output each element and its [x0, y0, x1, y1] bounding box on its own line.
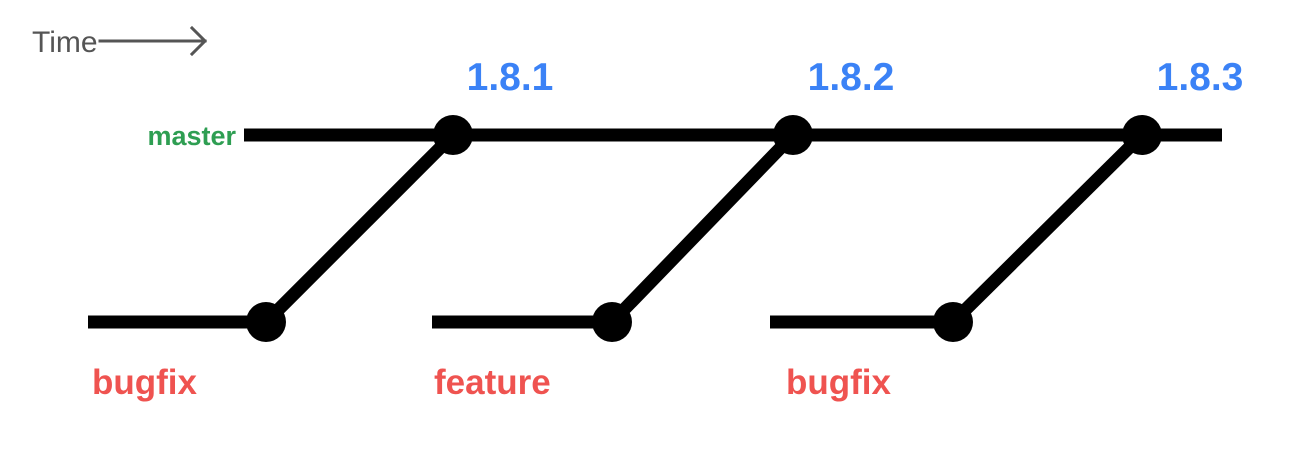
- master-branch-group: master: [147, 121, 1222, 151]
- release-1.8.1: 1.8.1: [433, 56, 553, 155]
- time-arrow-icon: [98, 25, 208, 57]
- side-branch-feature-1: feature: [432, 130, 798, 402]
- side-branch-bugfix-1: bugfix: [88, 130, 458, 402]
- branch-label-master: master: [147, 121, 236, 151]
- release-1.8.3: 1.8.3: [1122, 56, 1243, 155]
- merge-line-bugfix-1: [261, 130, 458, 327]
- commit-node-feature-1[interactable]: [592, 302, 632, 342]
- time-axis-label: Time: [32, 26, 98, 59]
- commit-node-bugfix-1[interactable]: [246, 302, 286, 342]
- time-axis: Time: [32, 25, 208, 59]
- commit-node-master-1.8.3[interactable]: [1122, 115, 1162, 155]
- version-tag-1.8.1: 1.8.1: [467, 56, 554, 99]
- release-1.8.2: 1.8.2: [773, 56, 894, 155]
- commit-node-master-1.8.1[interactable]: [433, 115, 473, 155]
- branch-label-bugfix-1: bugfix: [92, 363, 198, 402]
- side-branch-bugfix-2: bugfix: [770, 130, 1147, 402]
- side-branch-layer: bugfix feature bugfix: [88, 130, 1147, 402]
- version-tag-1.8.3: 1.8.3: [1157, 56, 1244, 99]
- commit-node-master-1.8.2[interactable]: [773, 115, 813, 155]
- release-layer: 1.8.1 1.8.2 1.8.3: [433, 56, 1243, 155]
- merge-line-bugfix-2: [948, 130, 1147, 327]
- branch-label-bugfix-2: bugfix: [786, 363, 892, 402]
- version-tag-1.8.2: 1.8.2: [808, 56, 895, 99]
- branch-label-feature-1: feature: [434, 363, 551, 402]
- commit-node-bugfix-2[interactable]: [933, 302, 973, 342]
- merge-line-feature-1: [607, 130, 798, 327]
